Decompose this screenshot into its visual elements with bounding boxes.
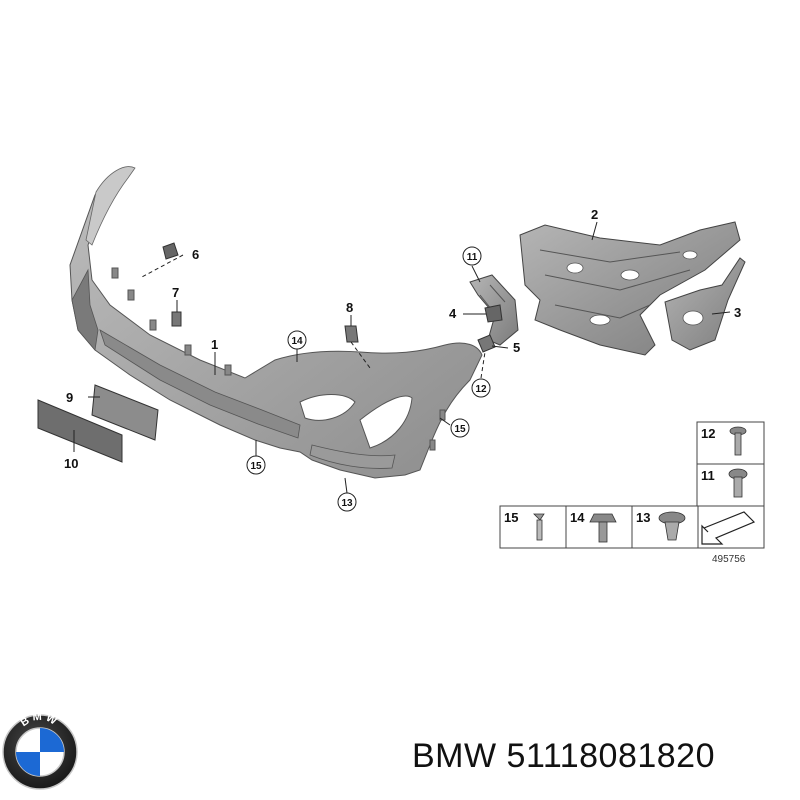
brand-name: BMW [412,737,497,775]
callout-12: 12 [475,384,487,395]
callout-2: 2 [591,207,598,222]
rivet-15-icon [533,513,545,541]
screw-12-icon [729,426,747,456]
legend-12: 12 [701,426,715,441]
callout-10: 10 [64,456,78,471]
callout-3: 3 [734,305,741,320]
part-caption: BMW 51118081820 [412,737,715,776]
legend-14: 14 [570,510,585,525]
side-bracket-3 [664,257,746,351]
circled-callout-labels: 11 12 14 15 15 13 [250,252,487,509]
bmw-logo: BMW [2,711,78,790]
license-plate-base-10 [37,399,123,463]
fastener-legend [499,421,765,549]
callout-11: 11 [467,252,478,263]
callout-5: 5 [513,340,520,355]
part-number: 51118081820 [506,737,716,775]
callout-6: 6 [192,247,199,262]
leader-lines [73,221,731,494]
bolt-14-icon [589,513,617,543]
expanding-nut-13-icon [658,511,686,541]
legend-13: 13 [636,510,650,525]
bumper-cover-part [69,166,483,479]
circled-callouts [246,246,491,512]
callout-15-right: 15 [454,424,466,435]
screw-11-icon [728,468,748,498]
callout-8: 8 [346,300,353,315]
legend-labels: 12 11 15 14 13 [504,426,715,525]
guide-part-4 [484,304,503,323]
diagram-reference-number: 495756 [712,554,746,565]
clip-part-7 [171,311,182,327]
callout-4: 4 [449,306,457,321]
callout-labels: 1 2 3 4 5 6 7 8 9 10 [64,207,741,471]
clip-part-5 [477,334,496,353]
bmw-logo-letters: BMW [18,711,61,729]
arrow-direction-icon [701,511,756,545]
callout-15-left: 15 [250,461,262,472]
clip-part-8 [344,325,359,343]
callout-9: 9 [66,390,73,405]
callout-1: 1 [211,337,218,352]
callout-13: 13 [341,498,353,509]
callout-14: 14 [291,336,303,347]
callout-7: 7 [172,285,179,300]
license-plate-bracket-9 [91,384,159,441]
legend-11: 11 [701,468,715,483]
bumper-support-carrier-2 [519,221,741,356]
clip-part-6 [162,242,179,260]
legend-15: 15 [504,510,518,525]
